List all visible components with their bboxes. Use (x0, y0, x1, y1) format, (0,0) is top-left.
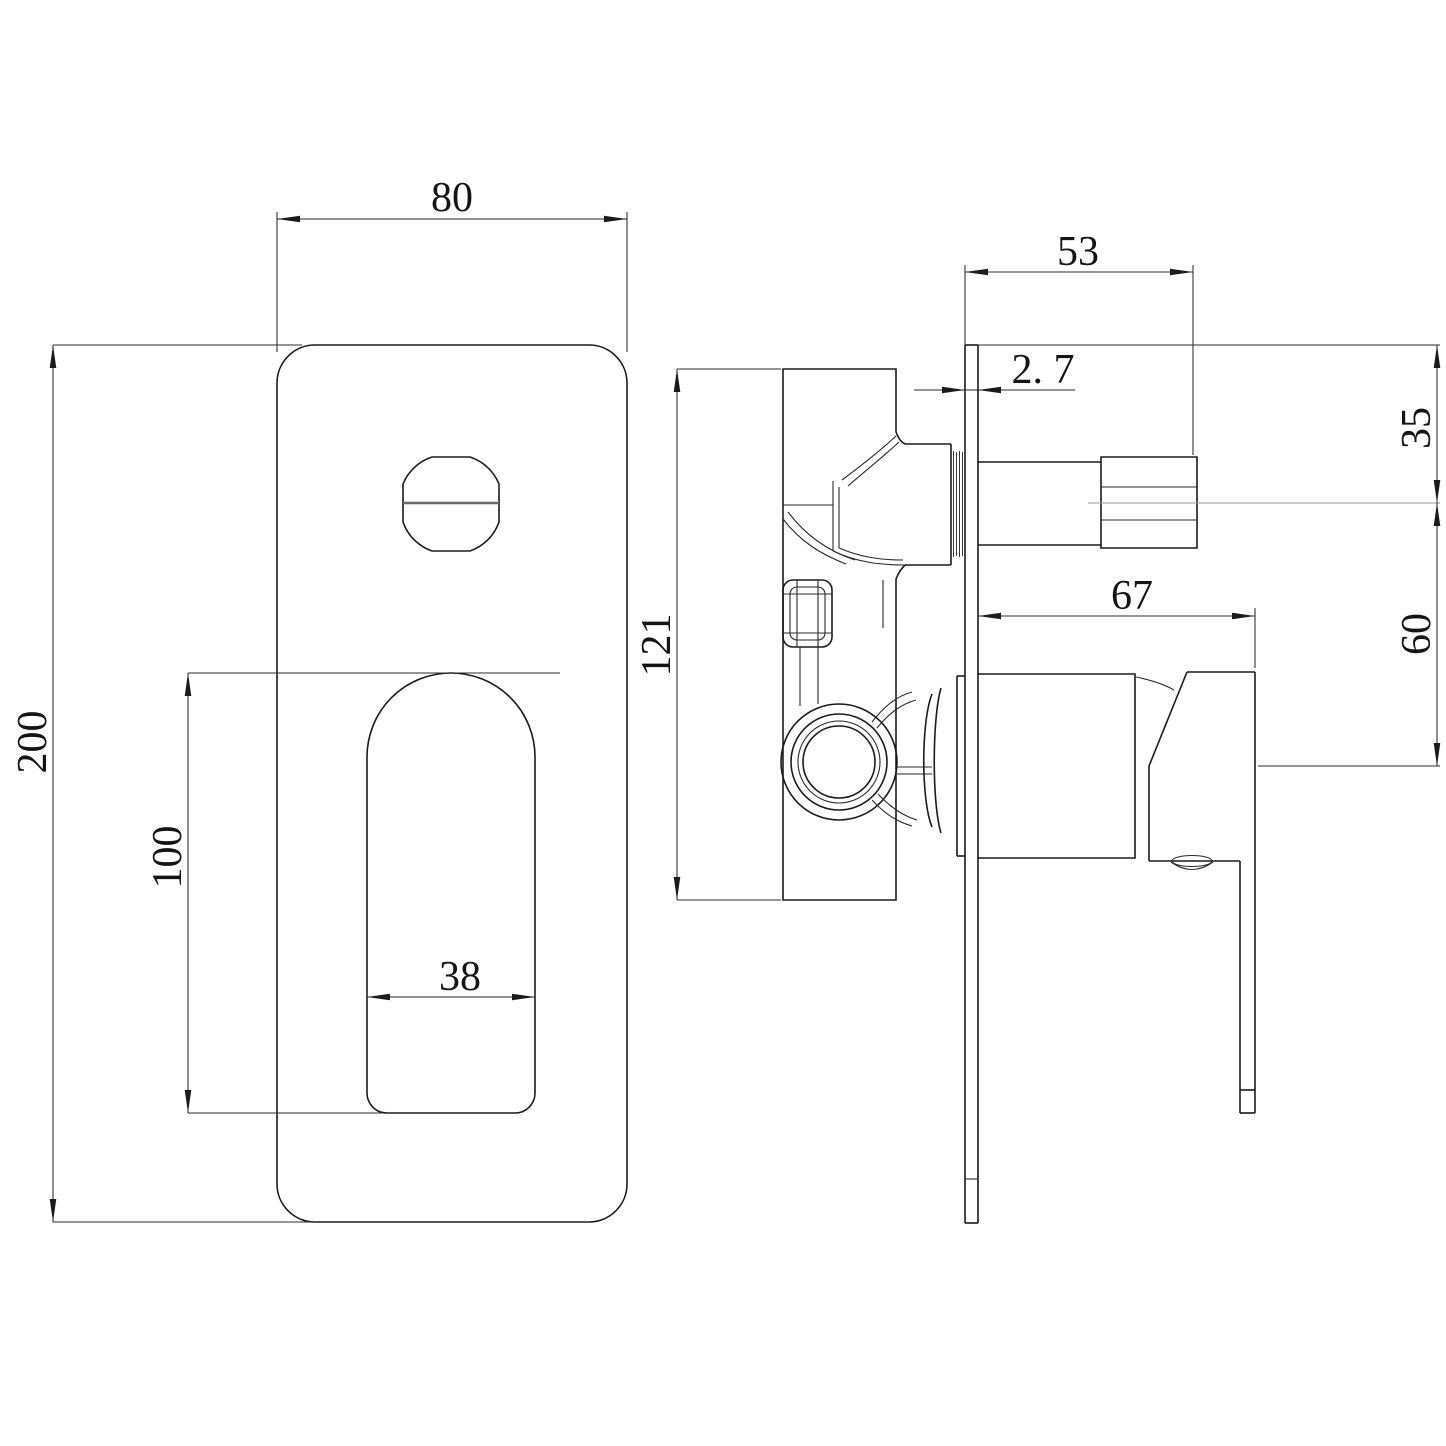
bore-bottom-curve (838, 547, 904, 561)
body-web-curve (787, 511, 856, 561)
spigot-bottom-fillet (895, 564, 906, 580)
cartridge-ring (790, 713, 888, 811)
escutcheon-dome-back (922, 693, 933, 828)
dim-label-depth: 53 (1057, 229, 1099, 275)
set-screw-dish (1170, 861, 1214, 871)
spigot-cone-edge (841, 435, 897, 481)
inlet-port-inner (789, 586, 826, 641)
cartridge-ring (797, 720, 881, 804)
inlet-port-outline (782, 579, 833, 648)
handle-lever (1135, 671, 1256, 1114)
dim-label-body-height: 121 (634, 614, 680, 677)
cartridge-stem-bore (802, 725, 876, 799)
dim-label-recess-height: 100 (145, 826, 191, 889)
lever-front-slant (1148, 671, 1188, 767)
stem-link-curve (871, 691, 913, 723)
escutcheon-dome-back (933, 687, 942, 834)
front-view (276, 344, 628, 1223)
cartridge-assembly (780, 691, 932, 827)
mounting-plate-outline (276, 344, 628, 1223)
dim-label-width: 80 (431, 175, 473, 221)
dim-label-center-distance: 60 (1394, 613, 1440, 655)
diverter-knob-outline (402, 456, 500, 552)
dimension-labels: 80 200 100 38 53 2. 7 35 60 67 121 (10, 175, 1440, 1000)
dim-label-top-offset: 35 (1394, 407, 1440, 449)
handle-recess-outline (366, 672, 536, 1114)
dim-label-thickness: 2. 7 (1012, 347, 1075, 393)
body-web-curve (782, 518, 847, 565)
side-view-body (782, 368, 952, 901)
stem-link-curve (871, 799, 913, 827)
escutcheon (922, 673, 1136, 859)
dim-label-recess-width: 38 (439, 954, 481, 1000)
cartridge-housing-ring (780, 703, 898, 821)
dim-label-projection: 67 (1111, 573, 1153, 619)
set-screw (1171, 854, 1213, 868)
stem-link-curve (877, 793, 918, 821)
hub-fillet-arc (1135, 676, 1175, 691)
spigot-top-fillet (895, 431, 906, 445)
spigot-cone-edge (847, 441, 900, 487)
outlet-thread (953, 451, 963, 557)
stem-link-curve (876, 699, 917, 729)
outlet-pipe (978, 456, 1440, 549)
dim-label-height: 200 (10, 711, 56, 774)
dimensions (49, 212, 1441, 1223)
side-view-wall-plate (964, 344, 979, 1224)
escutcheon-body (978, 673, 1136, 859)
